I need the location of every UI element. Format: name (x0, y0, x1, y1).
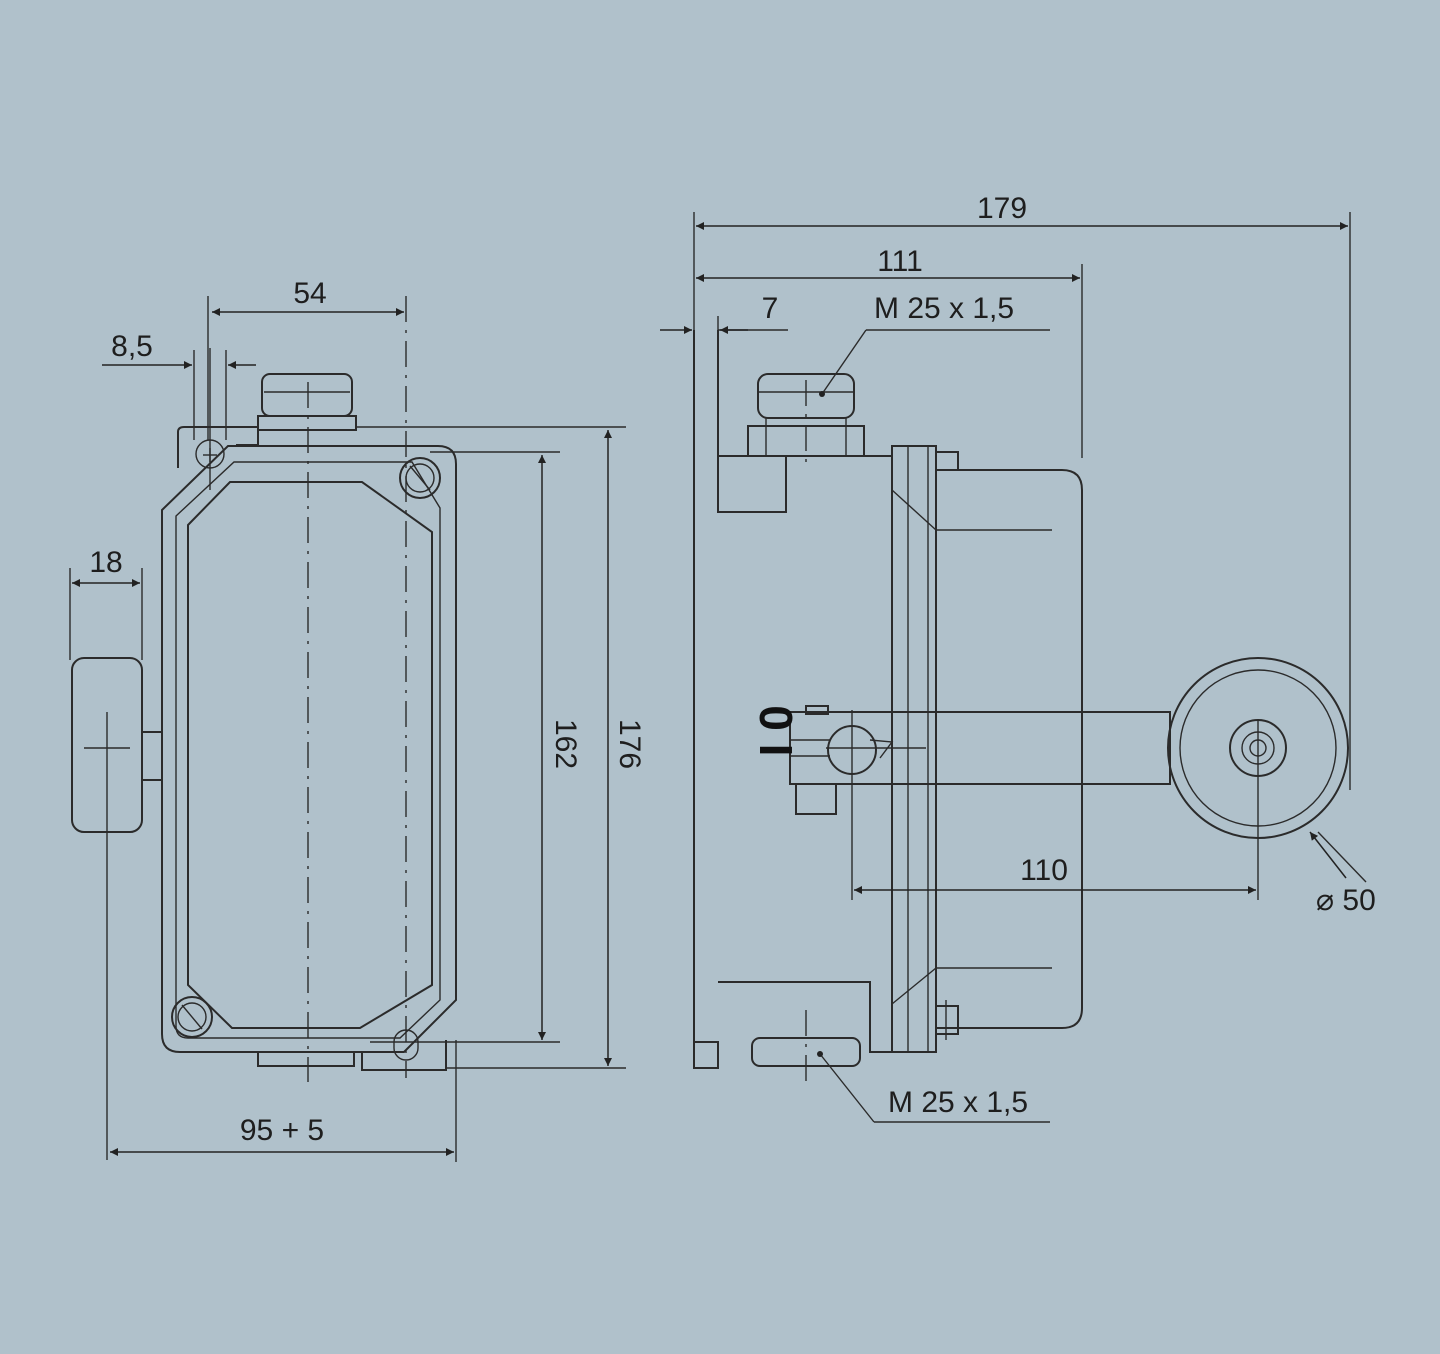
cover-screw-bottom (171, 996, 213, 1038)
side-view: 0 I 179 111 7 M 25 x 1,5 110 ⌀ 50 M 25 x… (660, 192, 1376, 1123)
dim-54: 54 (293, 277, 326, 310)
dim-8-5: 8,5 (111, 330, 153, 363)
dim-7: 7 (762, 292, 779, 325)
front-view: 54 8,5 18 162 176 95 + 5 (69, 277, 646, 1162)
mount-bracket (693, 330, 787, 1069)
cable-gland-top (257, 373, 357, 431)
cable-gland-bottom (257, 1051, 355, 1067)
dim-111: 111 (877, 245, 923, 278)
cover-plate (187, 481, 433, 1029)
flange-outer (891, 445, 937, 1053)
dim-162: 162 (549, 719, 582, 769)
lever-arm (789, 705, 1171, 900)
side-cover (936, 469, 1083, 1029)
side-gland-top (747, 373, 865, 470)
top-mount-tab (177, 426, 259, 468)
bottom-mount-tab (361, 1040, 447, 1071)
side-roller (1167, 657, 1349, 900)
dim-179: 179 (977, 192, 1027, 225)
switch-symbol-off: 0 (750, 705, 802, 731)
dim-95-5: 95 + 5 (240, 1114, 324, 1147)
dim-18: 18 (89, 546, 122, 579)
side-gland-bottom (751, 1010, 861, 1088)
side-housing (718, 455, 893, 1053)
front-roller (71, 657, 163, 1160)
switch-symbol-on: I (750, 744, 802, 757)
dim-176: 176 (613, 719, 646, 769)
dim-roller-diameter: ⌀ 50 (1316, 884, 1376, 917)
housing-outer (161, 445, 457, 1053)
thread-label-top: M 25 x 1,5 (874, 292, 1014, 325)
thread-label-bottom: M 25 x 1,5 (888, 1086, 1028, 1119)
dim-110: 110 (1020, 854, 1068, 887)
